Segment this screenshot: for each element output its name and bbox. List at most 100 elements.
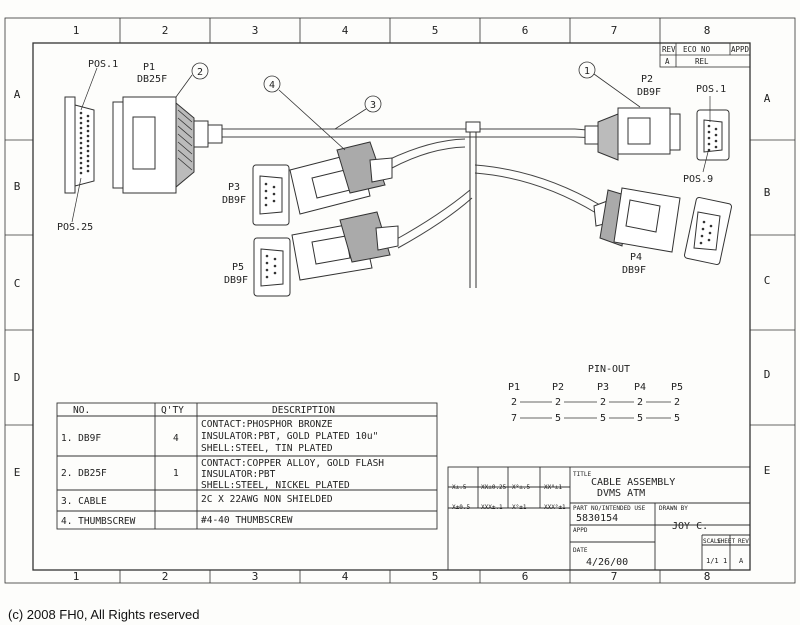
rev-description: REL bbox=[695, 57, 709, 66]
col-label-top: 4 bbox=[342, 24, 349, 37]
row-label-left: D bbox=[14, 371, 21, 384]
bom-row-qty: 1 bbox=[173, 468, 179, 479]
appd-label: APPD bbox=[573, 527, 588, 534]
eco-header: ECO NO bbox=[683, 45, 711, 54]
tolerance: XX±0.25 bbox=[481, 484, 507, 491]
scale-value: 1/1 bbox=[706, 557, 719, 565]
rev-header: REV bbox=[662, 45, 676, 54]
balloon-3: 3 bbox=[370, 100, 376, 111]
bom-header-desc: DESCRIPTION bbox=[272, 405, 335, 416]
p1-db25f-connector bbox=[112, 96, 223, 194]
p2-type: DB9F bbox=[637, 87, 661, 98]
col-label-top: 7 bbox=[611, 24, 618, 37]
drawing-date: 4/26/00 bbox=[586, 557, 628, 568]
pinout-title: PIN-OUT bbox=[588, 364, 630, 375]
scale-label: SCALE bbox=[703, 538, 721, 545]
part-label: PART NO/INTENDED USE bbox=[573, 505, 646, 512]
title-label: TITLE bbox=[573, 471, 591, 478]
pinout-cell: 2 bbox=[555, 397, 561, 408]
balloon-2: 2 bbox=[197, 67, 203, 78]
part-number: 5830154 bbox=[576, 513, 618, 524]
p5-db9f-connector bbox=[291, 211, 399, 281]
col-label-bottom: 8 bbox=[704, 570, 711, 583]
bom-row-no: 4. THUMBSCREW bbox=[61, 516, 136, 527]
pinout-cell: 2 bbox=[674, 397, 680, 408]
col-label-top: 5 bbox=[432, 24, 439, 37]
row-label-left: A bbox=[14, 88, 21, 101]
row-label-right: D bbox=[764, 368, 771, 381]
balloon-4: 4 bbox=[269, 80, 275, 91]
p4-db9f-connector bbox=[593, 187, 681, 253]
balloon-1: 1 bbox=[584, 66, 590, 77]
p3-db9f-face bbox=[252, 164, 290, 226]
row-label-left: E bbox=[14, 466, 21, 479]
pinout-cell: 2 bbox=[600, 397, 606, 408]
bom-header-qty: Q'TY bbox=[161, 405, 184, 416]
pinout-header: P4 bbox=[634, 382, 646, 393]
col-label-bottom: 2 bbox=[162, 570, 169, 583]
grid-labels: 1 2 3 4 5 6 7 8 1 2 3 4 5 6 7 8 A B C D … bbox=[14, 24, 771, 583]
p1-pos25-label: POS.25 bbox=[57, 222, 93, 233]
sheet-label: SHEET bbox=[717, 538, 735, 545]
bom-header-no: NO. bbox=[73, 405, 90, 416]
bom-table: NO. Q'TY DESCRIPTION 1. DB9F 4 CONTACT:P… bbox=[61, 405, 384, 527]
bom-row-no: 2. DB25F bbox=[61, 468, 107, 479]
bom-row-qty: 4 bbox=[173, 433, 179, 444]
bom-row-desc: SHELL:STEEL, NICKEL PLATED bbox=[201, 480, 350, 491]
copyright-notice: (c) 2008 FH0, All Rights reserved bbox=[8, 607, 200, 622]
col-label-bottom: 7 bbox=[611, 570, 618, 583]
title-rev-label: REV bbox=[738, 538, 749, 545]
bom-row-desc: 2C X 22AWG NON SHIELDED bbox=[201, 494, 333, 505]
col-label-bottom: 5 bbox=[432, 570, 439, 583]
p2-db9f-connector bbox=[584, 107, 681, 161]
drawing-subtitle: DVMS ATM bbox=[597, 488, 645, 499]
p3-db9f-connector bbox=[289, 141, 393, 215]
col-label-top: 3 bbox=[252, 24, 259, 37]
pinout-cell: 5 bbox=[674, 413, 680, 424]
row-label-left: C bbox=[14, 277, 21, 290]
date-label: DATE bbox=[573, 547, 588, 554]
inner-border bbox=[32, 42, 751, 571]
p1-type: DB25F bbox=[137, 74, 167, 85]
col-label-bottom: 4 bbox=[342, 570, 349, 583]
pinout-header: P1 bbox=[508, 382, 520, 393]
drawing-title: CABLE ASSEMBLY bbox=[591, 477, 675, 488]
col-label-bottom: 3 bbox=[252, 570, 259, 583]
p1-db25f-face bbox=[64, 96, 95, 194]
col-label-top: 6 bbox=[522, 24, 529, 37]
grid-ticks bbox=[5, 18, 795, 583]
cables bbox=[222, 128, 601, 249]
p2-pos9-label: POS.9 bbox=[683, 174, 713, 185]
pinout-table: PIN-OUT P1 P2 P3 P4 P5 2 2 2 2 2 7 5 5 5… bbox=[508, 364, 683, 424]
bom-row-desc: CONTACT:PHOSPHOR BRONZE bbox=[201, 419, 333, 430]
pinout-cell: 5 bbox=[637, 413, 643, 424]
col-label-bottom: 6 bbox=[522, 570, 529, 583]
tolerance: X°±.5 bbox=[512, 484, 530, 491]
p4-type: DB9F bbox=[622, 265, 646, 276]
bom-grid bbox=[56, 402, 438, 530]
bom-row-desc: #4-40 THUMBSCREW bbox=[201, 515, 293, 526]
tolerance: X±.5 bbox=[452, 484, 467, 491]
outer-border bbox=[4, 17, 796, 584]
col-label-top: 2 bbox=[162, 24, 169, 37]
tolerance: X°±1 bbox=[512, 504, 527, 511]
p3-name: P3 bbox=[228, 182, 240, 193]
p3-type: DB9F bbox=[222, 195, 246, 206]
revision-block bbox=[659, 42, 751, 68]
bom-row-desc: INSULATOR:PBT, GOLD PLATED 10u" bbox=[201, 431, 378, 442]
p2-db9f-face bbox=[696, 109, 730, 161]
drawn-by: JOY C. bbox=[672, 521, 708, 532]
col-label-top: 1 bbox=[73, 24, 80, 37]
bom-row-no: 1. DB9F bbox=[61, 433, 101, 444]
p1-pos1-label: POS.1 bbox=[88, 59, 118, 70]
tolerance: XXX±.1 bbox=[481, 504, 503, 511]
bom-row-desc: SHELL:STEEL, TIN PLATED bbox=[201, 443, 333, 454]
bom-row-desc: CONTACT:COPPER ALLOY, GOLD FLASH bbox=[201, 458, 384, 469]
title-block-grid bbox=[447, 466, 751, 571]
cable-tie bbox=[465, 121, 481, 288]
col-label-top: 8 bbox=[704, 24, 711, 37]
p1-name: P1 bbox=[143, 62, 155, 73]
drawn-label: DRAWN BY bbox=[659, 505, 688, 512]
pinout-cell: 2 bbox=[511, 397, 517, 408]
